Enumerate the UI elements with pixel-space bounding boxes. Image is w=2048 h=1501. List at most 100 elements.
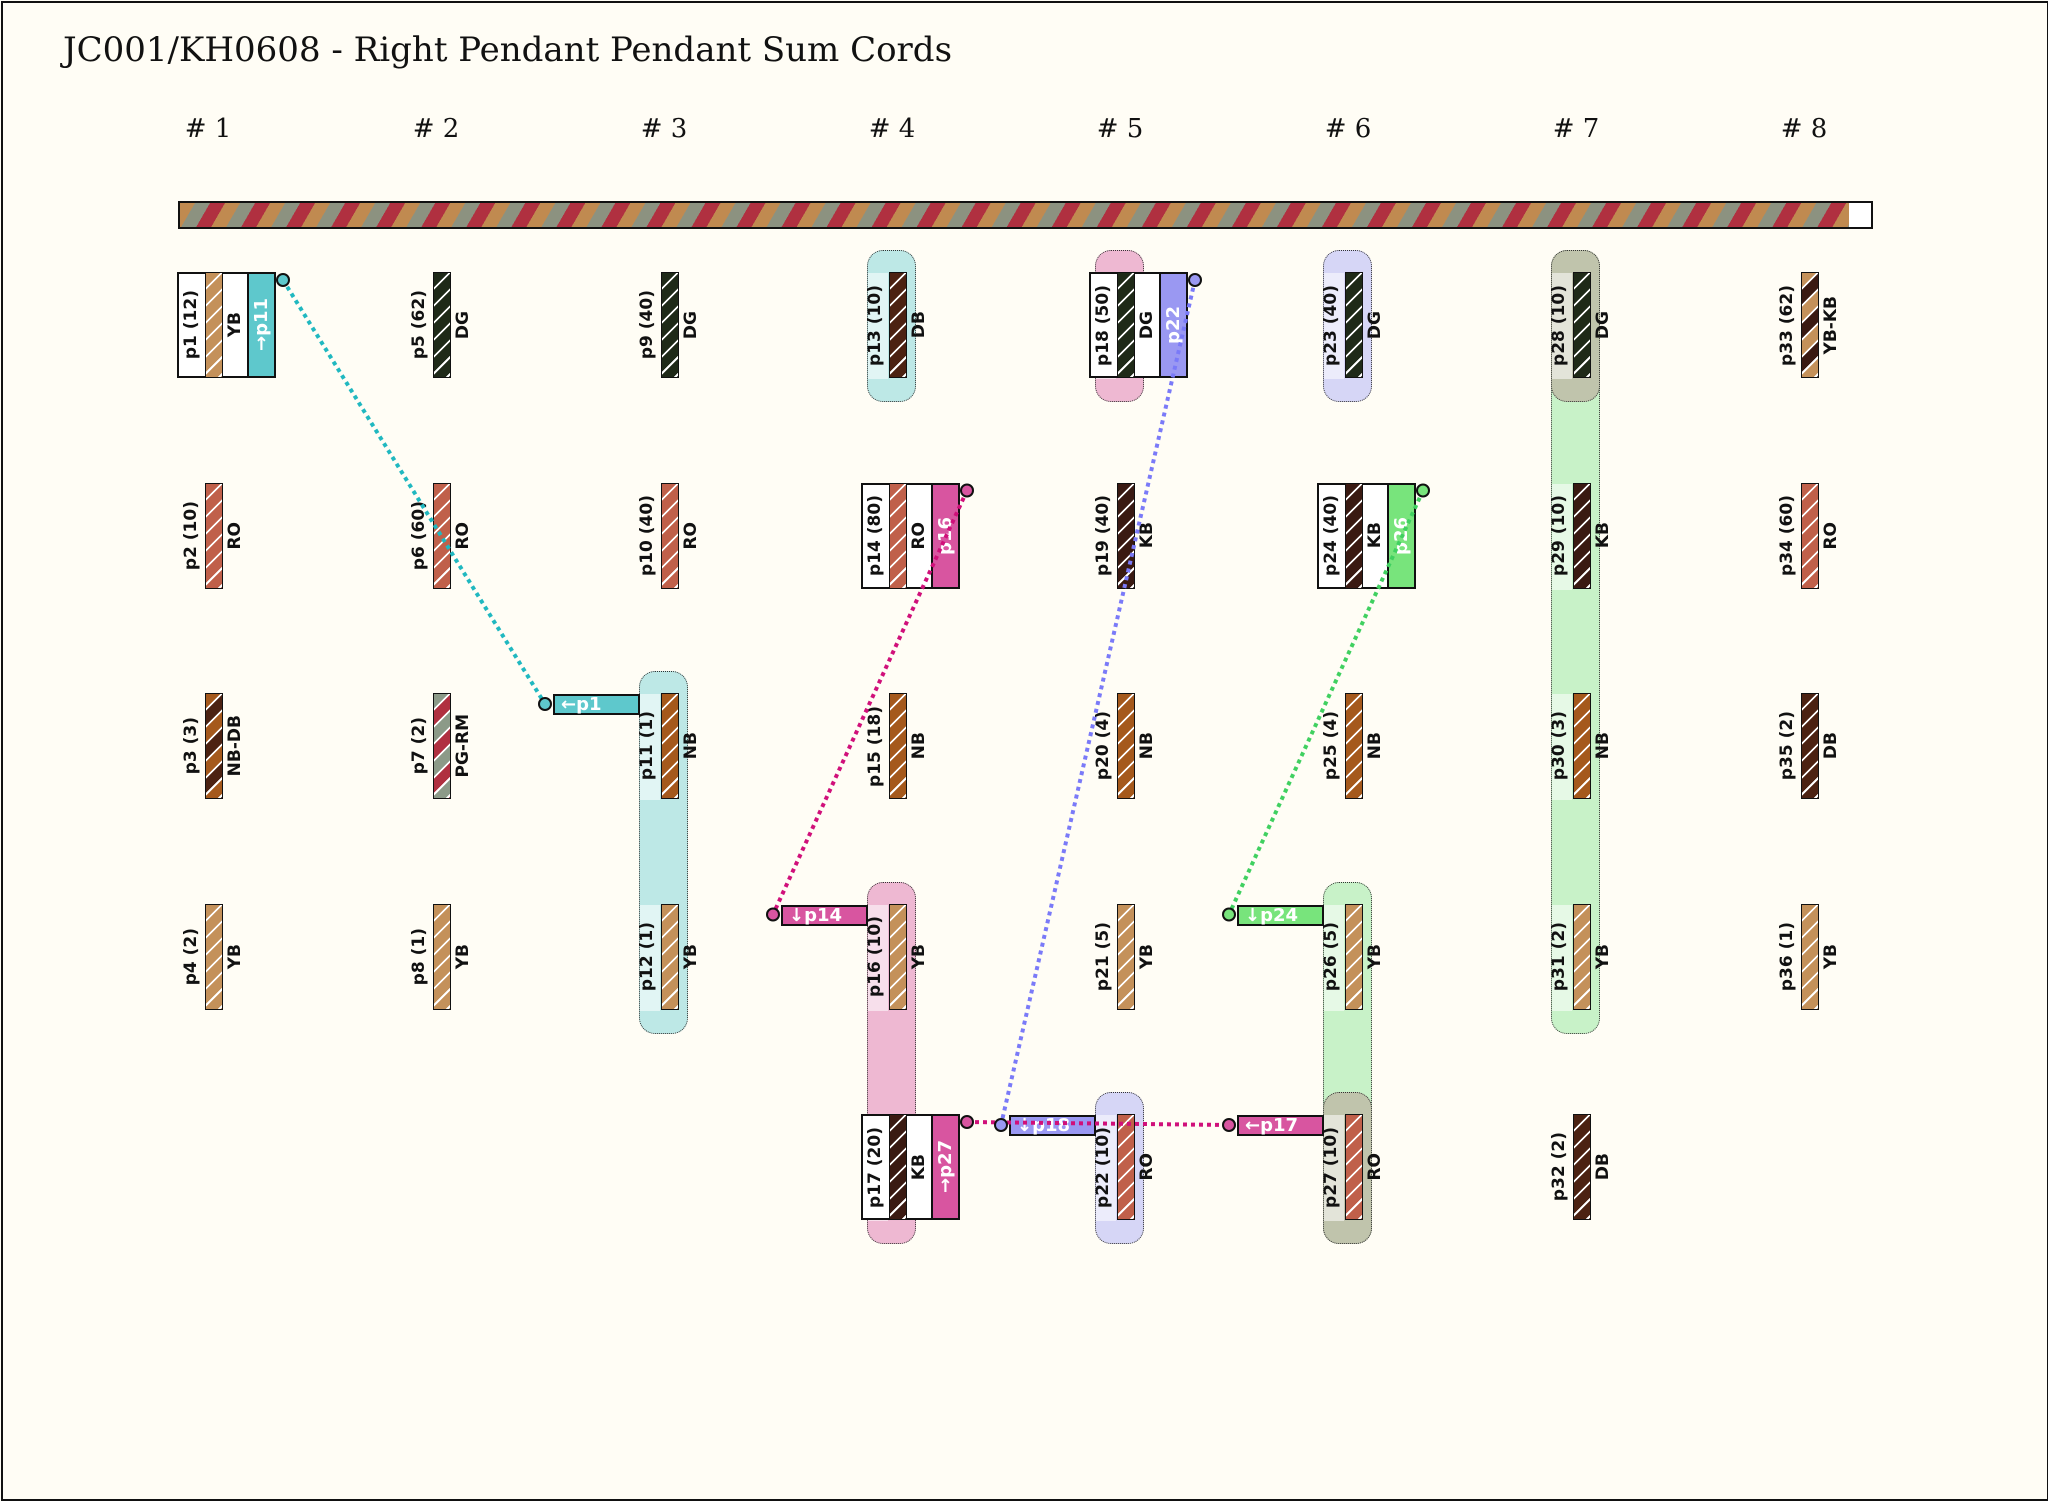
sum-cord-band[interactable]: p16 <box>931 484 958 587</box>
pendant-cord[interactable] <box>433 272 451 378</box>
pendant-color-text: YB <box>453 943 473 970</box>
highlight-label-band <box>1324 904 1344 1011</box>
pendant-color-text: YB <box>1593 943 1613 970</box>
pendant-cord[interactable] <box>1573 903 1591 1010</box>
pendant-cord[interactable] <box>661 272 679 378</box>
pendant-label: p23 (40) <box>1319 272 1343 378</box>
sum-target-tag[interactable]: ↓p18 <box>1009 1115 1096 1136</box>
pendant-cord[interactable] <box>889 272 907 378</box>
pendant-cord[interactable] <box>661 693 679 799</box>
pendant-cord[interactable] <box>889 482 907 589</box>
pendant-label-text: p19 (40) <box>1093 495 1113 576</box>
pendant-cord[interactable] <box>1345 1114 1363 1220</box>
group-header: # 6 <box>1324 114 1372 144</box>
highlight-label-band <box>1552 904 1572 1011</box>
pendant-label: p18 (50) <box>1091 272 1115 378</box>
pendant-cord[interactable] <box>1345 482 1363 589</box>
pendant-cord[interactable] <box>205 903 223 1010</box>
pendant-cord[interactable] <box>889 903 907 1010</box>
pendant-label-text: p15 (18) <box>865 705 885 787</box>
pendant-cord[interactable] <box>433 693 451 799</box>
pendant-color-code: KB <box>1364 483 1386 589</box>
sum-target-tag[interactable]: ↓p14 <box>781 904 868 926</box>
pendant-label-text: p4 (2) <box>181 927 201 986</box>
pendant-cord[interactable] <box>1117 1114 1135 1220</box>
pendant-color-text: NB <box>1365 732 1385 760</box>
sum-target-tag[interactable]: ↓p24 <box>1237 904 1324 926</box>
pendant-label-text: p8 (1) <box>409 927 429 986</box>
pendant-color-code: YB <box>224 272 246 378</box>
pendant-cord[interactable] <box>1345 693 1363 799</box>
sum-cord-band-label: →p27 <box>935 1140 956 1194</box>
pendant-color-text: DG <box>1137 310 1157 340</box>
pendant-cord[interactable] <box>1801 272 1819 378</box>
pendant-cord[interactable] <box>889 693 907 799</box>
pendant-cord[interactable] <box>433 482 451 589</box>
sum-cord-band[interactable]: →p27 <box>931 1116 958 1218</box>
pendant-color-text: YB-KB <box>1821 295 1841 355</box>
pendant-label: p25 (4) <box>1319 693 1343 799</box>
pendant-cord[interactable] <box>1345 903 1363 1010</box>
group-header: # 5 <box>1096 114 1144 144</box>
highlight-label-band <box>868 904 888 1011</box>
pendant-color-code: DG <box>680 272 702 378</box>
pendant-cord[interactable] <box>1117 903 1135 1010</box>
pendant-color-text: YB <box>681 943 701 970</box>
pendant-label-text: p13 (10) <box>865 284 885 366</box>
pendant-color-code: YB <box>1136 904 1158 1010</box>
pendant-label: p6 (60) <box>407 483 431 589</box>
primary-cord-end <box>1849 203 1871 227</box>
pendant-cord[interactable] <box>661 482 679 589</box>
pendant-label-text: p10 (40) <box>637 495 657 576</box>
pendant-label: p36 (1) <box>1775 904 1799 1010</box>
pendant-color-text: NB-DB <box>225 715 245 777</box>
pendant-cord[interactable] <box>1345 272 1363 378</box>
pendant-cord[interactable] <box>1573 482 1591 589</box>
pendant-label: p3 (3) <box>179 693 203 799</box>
pendant-color-code: YB <box>1592 904 1614 1010</box>
pendant-cord[interactable] <box>1801 693 1819 799</box>
highlight-label-band <box>1552 694 1572 800</box>
pendant-label-text: p22 (10) <box>1093 1126 1113 1208</box>
pendant-color-text: RO <box>681 521 701 550</box>
pendant-color-code: DG <box>1136 272 1158 378</box>
sum-target-tag[interactable]: ←p17 <box>1237 1115 1324 1136</box>
pendant-cord[interactable] <box>889 1114 907 1220</box>
pendant-color-code: NB <box>1136 693 1158 799</box>
pendant-label-text: p18 (50) <box>1093 284 1113 366</box>
pendant-cord[interactable] <box>1117 272 1135 378</box>
pendant-color-code: RO <box>908 483 930 589</box>
pendant-cord[interactable] <box>205 482 223 589</box>
pendant-color-code: RO <box>224 483 246 589</box>
pendant-label-text: p34 (60) <box>1777 495 1797 576</box>
pendant-label: p4 (2) <box>179 904 203 1010</box>
pendant-label-text: p21 (5) <box>1093 921 1113 992</box>
pendant-cord[interactable] <box>1117 693 1135 799</box>
pendant-cord[interactable] <box>1573 693 1591 799</box>
pendant-color-code: DG <box>1364 272 1386 378</box>
pendant-color-text: RO <box>1821 521 1841 550</box>
sum-cord-band[interactable]: →p11 <box>247 274 274 376</box>
pendant-label: p1 (12) <box>179 272 203 378</box>
pendant-label-text: p3 (3) <box>181 717 201 775</box>
pendant-cord[interactable] <box>1573 272 1591 378</box>
pendant-color-text: DB <box>1821 732 1841 760</box>
pendant-label-text: p17 (20) <box>865 1126 885 1208</box>
pendant-label: p9 (40) <box>635 272 659 378</box>
pendant-color-text: RO <box>1365 1153 1385 1181</box>
pendant-cord[interactable] <box>205 693 223 799</box>
pendant-label: p35 (2) <box>1775 693 1799 799</box>
pendant-cord[interactable] <box>1117 482 1135 589</box>
pendant-cord[interactable] <box>433 903 451 1010</box>
sum-cord-band[interactable]: p22 <box>1159 274 1186 376</box>
pendant-cord[interactable] <box>205 272 223 378</box>
pendant-color-text: KB <box>1593 522 1613 549</box>
pendant-cord[interactable] <box>1573 1114 1591 1220</box>
pendant-cord[interactable] <box>1801 903 1819 1010</box>
pendant-cord[interactable] <box>661 903 679 1010</box>
sum-cord-band[interactable]: p26 <box>1387 484 1414 587</box>
sum-target-tag[interactable]: ←p1 <box>553 694 640 715</box>
pendant-cord[interactable] <box>1801 482 1819 589</box>
pendant-color-code: KB <box>908 1114 930 1220</box>
pendant-label-text: p29 (10) <box>1549 495 1569 576</box>
